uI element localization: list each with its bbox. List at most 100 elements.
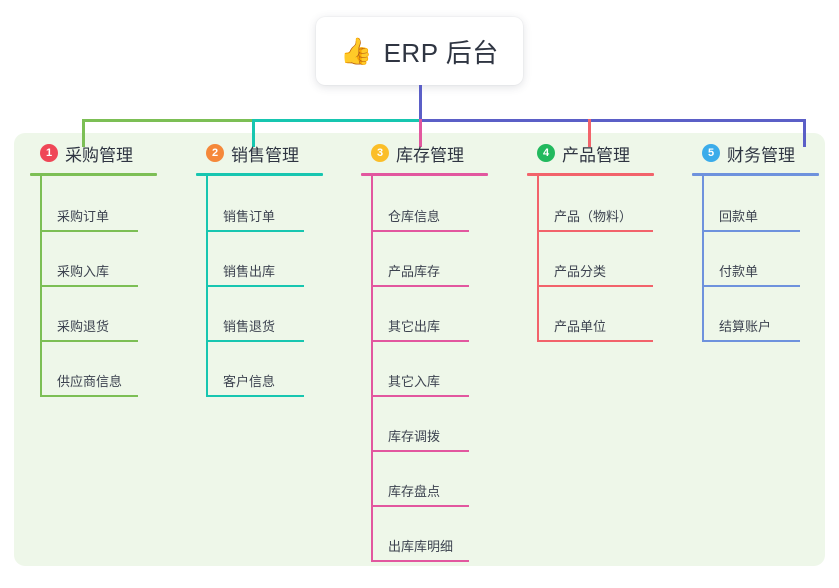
branch-column-5: 5 财务管理回款单付款单结算账户 xyxy=(684,140,819,342)
branch-index-badge: 5 xyxy=(702,144,720,162)
leaf-node-rule xyxy=(537,340,653,342)
branch-index-badge: 3 xyxy=(371,144,389,162)
branch-header-rule xyxy=(196,173,323,176)
leaf-node-rule xyxy=(371,230,469,232)
leaf-node[interactable]: 客户信息 xyxy=(206,351,304,397)
leaf-node-label: 其它入库 xyxy=(388,374,441,389)
leaf-node[interactable]: 采购订单 xyxy=(40,186,138,232)
leaf-node[interactable]: 产品库存 xyxy=(371,241,469,287)
leaf-node[interactable]: 销售出库 xyxy=(206,241,304,287)
branch-drop-connector-1 xyxy=(82,119,85,147)
branch-spine xyxy=(537,174,539,342)
leaf-node-label: 客户信息 xyxy=(223,374,276,389)
leaf-node[interactable]: 仓库信息 xyxy=(371,186,469,232)
leaf-node-rule xyxy=(702,340,800,342)
leaf-node[interactable]: 采购退货 xyxy=(40,296,138,342)
leaf-node-rule xyxy=(206,340,304,342)
branch-header-5[interactable]: 5 财务管理 xyxy=(684,140,795,166)
branch-title: 财务管理 xyxy=(727,145,795,165)
leaf-node-rule xyxy=(371,340,469,342)
leaf-node-label: 产品库存 xyxy=(388,264,441,279)
leaf-node[interactable]: 库存调拨 xyxy=(371,406,469,452)
leaf-node-rule xyxy=(371,505,469,507)
leaf-node[interactable]: 销售退货 xyxy=(206,296,304,342)
leaf-node[interactable]: 产品单位 xyxy=(537,296,653,342)
leaf-node[interactable]: 供应商信息 xyxy=(40,351,138,397)
leaf-node-label: 销售退货 xyxy=(223,319,276,334)
leaf-node-label: 库存调拨 xyxy=(388,429,441,444)
branch-column-1: 1 采购管理采购订单采购入库采购退货供应商信息 xyxy=(22,140,157,397)
leaf-node[interactable]: 回款单 xyxy=(702,186,800,232)
branch-index-badge: 4 xyxy=(537,144,555,162)
leaf-node[interactable]: 销售订单 xyxy=(206,186,304,232)
leaf-node-rule xyxy=(702,230,800,232)
leaf-node-rule xyxy=(206,230,304,232)
leaf-node-label: 销售订单 xyxy=(223,209,276,224)
branch-drop-connector-4 xyxy=(588,119,591,147)
branch-index-badge: 2 xyxy=(206,144,224,162)
branch-column-2: 2 销售管理销售订单销售出库销售退货客户信息 xyxy=(188,140,323,397)
root-stem-connector xyxy=(419,85,422,121)
leaf-node-rule xyxy=(40,340,138,342)
branch-title: 采购管理 xyxy=(65,145,133,165)
trunk-segment-3 xyxy=(419,119,805,122)
leaf-node-rule xyxy=(371,285,469,287)
leaf-node-label: 采购订单 xyxy=(57,209,110,224)
branch-drop-connector-3 xyxy=(419,119,422,147)
leaf-node-rule xyxy=(206,285,304,287)
root-node-title: ERP 后台 xyxy=(383,37,499,68)
leaf-node[interactable]: 付款单 xyxy=(702,241,800,287)
leaf-node-label: 产品（物料） xyxy=(554,209,633,224)
leaf-node-rule xyxy=(702,285,800,287)
branch-header-1[interactable]: 1 采购管理 xyxy=(22,140,133,166)
branch-column-4: 4 产品管理产品（物料） 产品分类产品单位 xyxy=(519,140,654,342)
leaf-node[interactable]: 其它入库 xyxy=(371,351,469,397)
leaf-node-label: 付款单 xyxy=(719,264,759,279)
leaf-node-label: 仓库信息 xyxy=(388,209,441,224)
leaf-node-label: 供应商信息 xyxy=(57,374,123,389)
leaf-node-label: 采购退货 xyxy=(57,319,110,334)
branch-header-rule xyxy=(361,173,488,176)
leaf-node[interactable]: 产品（物料） xyxy=(537,186,653,232)
leaf-node-label: 其它出库 xyxy=(388,319,441,334)
leaf-node-rule xyxy=(206,395,304,397)
leaf-node-label: 库存盘点 xyxy=(388,484,441,499)
leaf-node-rule xyxy=(537,285,653,287)
branch-index-badge: 1 xyxy=(40,144,58,162)
leaf-node-label: 回款单 xyxy=(719,209,759,224)
leaf-node-rule xyxy=(40,230,138,232)
branch-drop-connector-5 xyxy=(803,119,806,147)
leaf-node-label: 产品单位 xyxy=(554,319,607,334)
branch-spine xyxy=(702,174,704,342)
branch-header-4[interactable]: 4 产品管理 xyxy=(519,140,630,166)
leaf-node-label: 出库库明细 xyxy=(388,539,454,554)
root-node-erp-backend[interactable]: 👍 ERP 后台 xyxy=(316,17,523,85)
leaf-node[interactable]: 采购入库 xyxy=(40,241,138,287)
leaf-node-rule xyxy=(537,230,653,232)
branch-header-2[interactable]: 2 销售管理 xyxy=(188,140,299,166)
trunk-segment-1 xyxy=(82,119,252,122)
branch-title: 销售管理 xyxy=(231,145,299,165)
trunk-segment-2 xyxy=(252,119,419,122)
leaf-node-rule xyxy=(40,285,138,287)
leaf-node[interactable]: 结算账户 xyxy=(702,296,800,342)
leaf-node-rule xyxy=(371,450,469,452)
branch-title: 产品管理 xyxy=(562,145,630,165)
leaf-node[interactable]: 产品分类 xyxy=(537,241,653,287)
branch-spine xyxy=(371,174,373,562)
branch-header-rule xyxy=(30,173,157,176)
leaf-node-rule xyxy=(371,395,469,397)
leaf-node[interactable]: 库存盘点 xyxy=(371,461,469,507)
leaf-node[interactable]: 其它出库 xyxy=(371,296,469,342)
branch-header-rule xyxy=(527,173,654,176)
leaf-node[interactable]: 出库库明细 xyxy=(371,516,469,562)
thumbs-up-icon: 👍 xyxy=(340,36,373,66)
diagram-background-panel xyxy=(14,133,825,566)
leaf-node-label: 销售出库 xyxy=(223,264,276,279)
branch-drop-connector-2 xyxy=(252,119,255,147)
leaf-node-rule xyxy=(371,560,469,562)
leaf-node-rule xyxy=(40,395,138,397)
